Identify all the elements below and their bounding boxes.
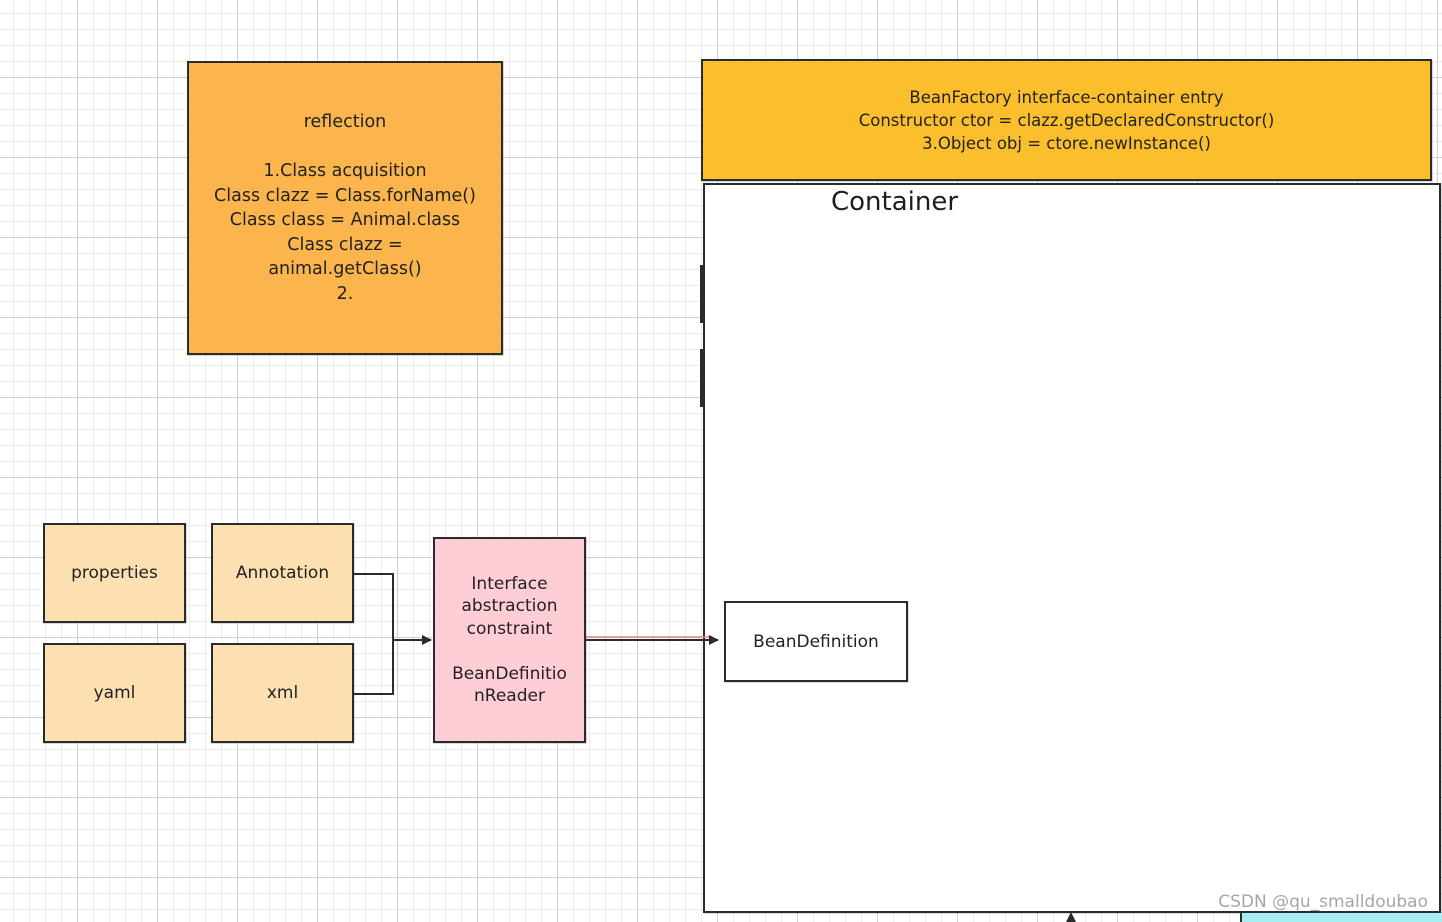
container-title: Container [831, 187, 959, 217]
edge-mark [700, 349, 703, 407]
beandefinition-reader-box: Interface abstraction constraint BeanDef… [433, 537, 586, 743]
properties-box: properties [43, 523, 186, 623]
connector-xml [354, 640, 394, 695]
xml-label: xml [266, 683, 299, 703]
beanfactory-box: BeanFactory interface-container entry Co… [701, 59, 1432, 181]
beandefinition-label: BeanDefinition [753, 631, 879, 652]
connector-annotation [354, 573, 394, 640]
xml-box: xml [211, 643, 354, 743]
watermark: CSDN @qu_smalldoubao [1218, 892, 1428, 912]
edge-mark [700, 265, 703, 323]
properties-label: properties [71, 563, 158, 583]
beanfactory-text: BeanFactory interface-container entry Co… [858, 87, 1275, 153]
annotation-box: Annotation [211, 523, 354, 623]
reflection-box: reflection 1.Class acquisition Class cla… [187, 61, 503, 355]
reader-text: Interface abstraction constraint BeanDef… [452, 573, 567, 707]
reflection-text: reflection 1.Class acquisition Class cla… [214, 112, 476, 304]
bottom-arrowhead [1066, 912, 1076, 922]
container-box: Container [703, 183, 1441, 913]
yaml-box: yaml [43, 643, 186, 743]
annotation-label: Annotation [235, 563, 330, 583]
yaml-label: yaml [93, 683, 136, 703]
beandefinition-box: BeanDefinition [724, 601, 908, 682]
offscreen-box-edge [1240, 913, 1442, 922]
